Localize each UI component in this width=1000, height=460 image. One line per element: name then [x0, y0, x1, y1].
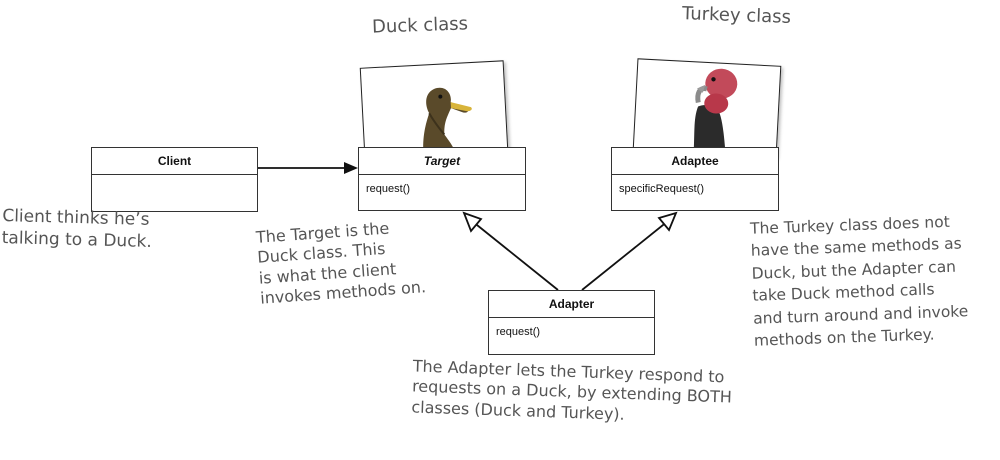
- adapter-note: The Adapter lets the Turkey respond to r…: [411, 356, 733, 424]
- adaptee-class-name: Adaptee: [612, 148, 778, 175]
- client-class-name: Client: [92, 148, 257, 175]
- adaptee-class-ops: specificRequest(): [619, 183, 704, 195]
- association-arrowhead: [344, 162, 358, 174]
- turkey-photo: [632, 58, 782, 158]
- target-class-box: Target request(): [358, 147, 526, 211]
- target-class-ops: request(): [366, 183, 411, 195]
- adapter-to-target-line: [471, 220, 559, 291]
- client-class-box: Client: [91, 147, 258, 212]
- adapter-to-adaptee-line: [581, 220, 669, 291]
- target-class-name: Target: [359, 148, 525, 175]
- adaptee-class-box: Adaptee specificRequest(): [611, 147, 779, 211]
- duck-image: [423, 87, 472, 154]
- turkey-image: [693, 68, 738, 155]
- adapter-class-ops: request(): [496, 326, 541, 338]
- adapter-class-box: Adapter request(): [488, 290, 655, 355]
- adaptee-inheritance-arrowhead: [657, 211, 678, 232]
- turkey-note: The Turkey class does not have the same …: [749, 212, 969, 351]
- duck-photo: [359, 60, 509, 158]
- target-note: The Target is the Duck class. This is wh…: [255, 218, 427, 309]
- client-class-ops: [92, 175, 257, 183]
- adapter-class-name: Adapter: [489, 291, 654, 318]
- target-inheritance-arrowhead: [462, 211, 483, 233]
- client-note: Client thinks he’s talking to a Duck.: [1, 206, 153, 252]
